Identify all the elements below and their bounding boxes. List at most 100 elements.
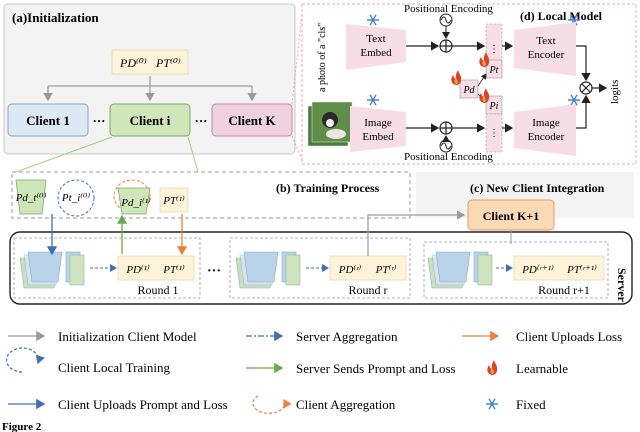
legend-loop-orange xyxy=(252,395,292,414)
text-input-label: a photo of a "cls" xyxy=(317,23,328,92)
initialization-panel: (a)Initialization PD⁽⁰⁾ PT⁽⁰⁾ Client 1 ·… xyxy=(3,3,296,155)
round-r-prompt-box xyxy=(329,255,407,281)
legend: Initialization Client Model Server Aggre… xyxy=(5,329,622,414)
legend-snow-icon xyxy=(485,398,499,410)
legend-text-1: Initialization Client Model xyxy=(58,329,197,344)
pd-t0-label: Pd_t⁽⁰⁾ xyxy=(15,192,47,204)
round-1-label: Round 1 xyxy=(137,283,178,297)
to-new-client-arrow xyxy=(367,210,466,256)
round-r-pd: PD⁽ʳ⁾ xyxy=(338,264,362,276)
pt-token-label: Pt xyxy=(489,65,499,76)
text-embed-line2: Embed xyxy=(360,47,392,59)
pt-i0-label: Pt_i⁽⁰⁾ xyxy=(61,192,90,204)
pd-token-box xyxy=(459,79,479,99)
pt-1-box xyxy=(159,187,189,213)
training-title: (b) Training Process xyxy=(276,181,380,195)
image-embed-block xyxy=(350,106,406,152)
pd-to-pt-arrow xyxy=(477,73,487,87)
pi-token-label: Pi xyxy=(489,101,499,112)
legend-text-8: Client Aggregation xyxy=(296,397,396,412)
legend-text-7: Client Uploads Prompt and Loss xyxy=(58,397,228,412)
image-token-dots: ⋮ xyxy=(489,128,499,139)
image-embed-line1: Image xyxy=(364,117,392,129)
text-embed-line1: Text xyxy=(366,33,385,45)
text-encoder-block xyxy=(514,22,576,76)
round-1-prompt-box xyxy=(117,255,195,281)
pd-token-label: Pd xyxy=(462,85,475,96)
text-embed-block xyxy=(346,24,406,70)
local-model-panel: (d) Local Model Positional Encoding Posi… xyxy=(301,3,637,165)
round-r1-pd: PD⁽ʳ⁺¹⁾ xyxy=(521,264,554,276)
text-encoder-out-arrow xyxy=(576,45,591,82)
rounds-dots: ··· xyxy=(207,264,221,279)
image-encoder-block xyxy=(514,104,576,156)
round-r1-label: Round r+1 xyxy=(538,283,590,297)
client-k-label: Client K xyxy=(228,113,276,128)
legend-text-9: Fixed xyxy=(516,397,546,412)
legend-text-3: Client Uploads Loss xyxy=(516,329,622,344)
server-row: Server PD⁽¹⁾ PT⁽¹⁾ Round 1 ··· PD⁽ʳ⁾ PT⁽… xyxy=(9,231,633,305)
round-r-model-stack xyxy=(235,251,301,289)
legend-fire-icon xyxy=(487,360,498,375)
text-encoder-line1: Text xyxy=(536,35,555,47)
pt-1-label: PT⁽¹⁾ xyxy=(162,195,185,207)
image-embed-line2: Embed xyxy=(362,131,394,143)
local-training-loop xyxy=(57,179,95,217)
round-r1-pt: PT⁽ʳ⁺¹⁾ xyxy=(566,264,597,276)
image-encoder-out-arrow xyxy=(576,94,591,129)
client-k1-label: Client K+1 xyxy=(483,209,540,223)
image-add-cross xyxy=(440,122,452,134)
logits-label: logits xyxy=(609,80,621,104)
image-encoder-line2: Encoder xyxy=(528,131,565,143)
pos-enc-top-label: Positional Encoding xyxy=(404,3,493,15)
zoom-line-left xyxy=(15,136,113,173)
text-pos-enc-wave xyxy=(440,16,452,24)
global-pd0: PD⁽⁰⁾ xyxy=(119,56,147,70)
zoom-line-right xyxy=(187,136,199,173)
pt-token-box xyxy=(485,59,503,79)
image-pos-enc-wave xyxy=(440,142,452,150)
multiply-cross xyxy=(581,83,591,93)
round-1-frame xyxy=(13,237,201,299)
legend-loop-blue xyxy=(5,347,45,373)
init-title: (a)Initialization xyxy=(12,10,99,25)
pd-t0-trapezoid xyxy=(15,179,47,215)
new-client-title: (c) New Client Integration xyxy=(470,181,605,195)
client-i-box xyxy=(109,103,191,137)
global-pt0: PT⁽⁰⁾ xyxy=(155,56,181,70)
round-1-model-stack xyxy=(19,251,85,289)
global-prompt-box xyxy=(111,49,189,75)
new-client-panel: (c) New Client Integration Client K+1 xyxy=(416,172,634,231)
zoom-line-local-top xyxy=(291,13,303,105)
client-i-label: Client i xyxy=(130,113,171,128)
image-token-column xyxy=(485,113,503,153)
caption-fragment: Figure 2 xyxy=(2,421,42,432)
image-encoder-line1: Image xyxy=(532,117,560,129)
legend-text-6: Learnable xyxy=(516,361,568,376)
text-token-dots: ⋮ xyxy=(489,44,499,55)
legend-text-5: Server Sends Prompt and Loss xyxy=(296,361,456,376)
training-panel-frame xyxy=(11,171,411,219)
input-image-dog-face xyxy=(326,119,334,127)
zoom-line-local-bottom xyxy=(291,135,303,161)
round-r1-prompt-box xyxy=(513,255,605,281)
legend-text-2: Server Aggregation xyxy=(296,329,398,344)
round-r1-model-stack xyxy=(427,251,493,289)
training-panel: (b) Training Process Pd_t⁽⁰⁾ Pt_i⁽⁰⁾ Pd_… xyxy=(11,171,411,219)
legend-text-4: Client Local Training xyxy=(58,360,170,375)
init-dots-left: ··· xyxy=(92,113,105,128)
init-dots-right: ··· xyxy=(194,113,207,128)
pos-enc-bottom-label: Positional Encoding xyxy=(404,151,493,163)
round-r-label: Round r xyxy=(349,283,388,297)
round-r-pt: PT⁽ʳ⁾ xyxy=(375,264,397,276)
input-image-dog-body xyxy=(326,129,346,139)
round-1-pt: PT⁽¹⁾ xyxy=(162,264,185,276)
text-add-cross xyxy=(440,40,452,52)
client-k-box xyxy=(211,103,293,137)
pd-i1-label: Pd_i⁽¹⁾ xyxy=(120,197,151,209)
round-r1-frame xyxy=(423,241,609,299)
server-label: Server xyxy=(615,268,629,303)
local-title: (d) Local Model xyxy=(520,9,603,23)
round-r-frame xyxy=(229,237,411,299)
